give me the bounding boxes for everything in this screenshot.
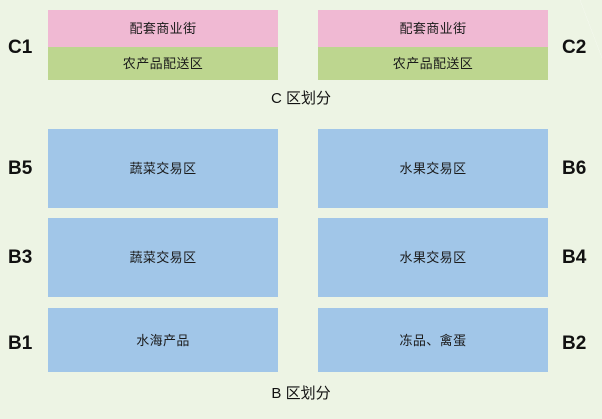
band-label: 农产品配送区 [392, 56, 474, 71]
marker-b1: B1 [8, 333, 33, 354]
marker-b2: B2 [562, 333, 587, 354]
marker-b5: B5 [8, 158, 33, 179]
band-label: 配套商业街 [399, 21, 467, 36]
band-commercial-street-c1: 配套商业街 [48, 10, 278, 47]
marker-b4: B4 [562, 247, 587, 268]
zone-block-b5[interactable]: 蔬菜交易区 [48, 129, 278, 208]
zone-block-b3[interactable]: 蔬菜交易区 [48, 218, 278, 297]
zone-label: 水果交易区 [399, 250, 467, 265]
band-commercial-street-c2: 配套商业街 [318, 10, 548, 47]
band-produce-delivery-c1: 农产品配送区 [48, 47, 278, 80]
marker-c2: C2 [562, 37, 587, 58]
band-produce-delivery-c2: 农产品配送区 [318, 47, 548, 80]
zone-block-c2[interactable]: 配套商业街 农产品配送区 [318, 10, 548, 80]
zone-block-c1[interactable]: 配套商业街 农产品配送区 [48, 10, 278, 80]
zone-label: 蔬菜交易区 [129, 161, 197, 176]
section-caption-c: C 区划分 [270, 90, 331, 107]
zone-label: 水果交易区 [399, 161, 467, 176]
zone-block-b2[interactable]: 冻品、禽蛋 [318, 308, 548, 372]
zone-label: 蔬菜交易区 [129, 250, 197, 265]
band-label: 农产品配送区 [122, 56, 204, 71]
band-label: 配套商业街 [129, 21, 197, 36]
section-caption-b: B 区划分 [271, 385, 331, 402]
zone-label: 水海产品 [136, 332, 190, 348]
zone-block-b4[interactable]: 水果交易区 [318, 218, 548, 297]
zone-block-b6[interactable]: 水果交易区 [318, 129, 548, 208]
zone-label: 冻品、禽蛋 [399, 332, 467, 348]
zone-block-b1[interactable]: 水海产品 [48, 308, 278, 372]
marker-c1: C1 [8, 37, 33, 58]
marker-b6: B6 [562, 158, 587, 179]
marker-b3: B3 [8, 247, 33, 268]
